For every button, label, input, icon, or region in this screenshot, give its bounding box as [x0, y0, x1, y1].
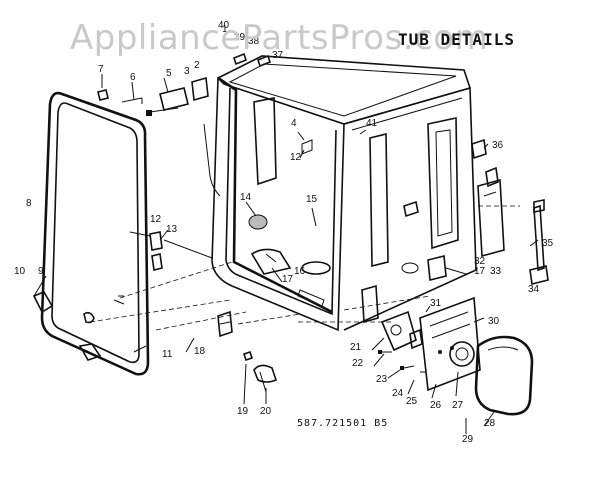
- callout-label: 38: [248, 36, 260, 47]
- callout-label: 32: [474, 256, 486, 267]
- callout-label: 24: [392, 388, 404, 399]
- clip-part: [78, 343, 102, 361]
- callout-label: 17: [474, 266, 486, 277]
- tub-body-part: [211, 52, 477, 332]
- callout-label: 40: [218, 20, 230, 31]
- callout-label: 10: [14, 266, 26, 277]
- callout-label: 18: [194, 346, 206, 357]
- callout-label: 9: [38, 266, 44, 277]
- callout-label: 27: [452, 400, 464, 411]
- leader-lines: [33, 74, 539, 434]
- bottom-left-parts: [217, 310, 277, 393]
- callout-label: 33: [490, 266, 502, 277]
- callout-label: 6: [130, 72, 136, 83]
- diagram-title: TUB DETAILS: [398, 30, 515, 49]
- watermark-text: AppliancePartsPros.com: [70, 18, 489, 58]
- callout-label: 21: [350, 342, 362, 353]
- callout-label: 4: [291, 118, 297, 129]
- callout-label: 19: [237, 406, 249, 417]
- callout-label: 22: [352, 358, 364, 369]
- pump-assembly-part: [378, 296, 534, 416]
- callout-label: 28: [484, 418, 496, 429]
- callout-label: 17: [282, 274, 294, 285]
- callout-label: 26: [430, 400, 442, 411]
- callout-label: 14: [240, 192, 252, 203]
- model-code: 587.721501 B5: [297, 418, 389, 429]
- callout-label: 2: [194, 60, 200, 71]
- callout-label: 7: [98, 64, 104, 75]
- callout-label: 34: [528, 284, 540, 295]
- latch-parts: [149, 231, 213, 271]
- callout-label: 5: [166, 68, 172, 79]
- alignment-lines: [89, 205, 520, 331]
- callout-label: 23: [376, 374, 388, 385]
- callout-label: 25: [406, 396, 418, 407]
- callout-label: 15: [306, 194, 318, 205]
- callout-label: 30: [488, 316, 500, 327]
- callout-label: 3: [184, 66, 190, 77]
- callout-label: 36: [492, 140, 504, 151]
- callout-label: 1: [222, 24, 228, 35]
- callout-label: 29: [462, 434, 474, 445]
- callout-label: 11: [162, 349, 173, 360]
- callout-label: 31: [430, 298, 442, 309]
- door-gasket-part: [32, 91, 150, 376]
- callout-label: 12: [150, 214, 162, 225]
- callout-label: 20: [260, 406, 272, 417]
- callout-labels: 1 2 3 4 5 6 7 8 9 10 11 12 12 13 14 15 1…: [14, 20, 554, 445]
- callout-label: 37: [272, 50, 284, 61]
- callout-label: 41: [366, 118, 378, 129]
- callout-label: 35: [542, 238, 554, 249]
- hinge-parts: [97, 76, 221, 197]
- callout-label: 16: [294, 266, 306, 277]
- callout-label: 8: [26, 198, 32, 209]
- callout-label: 39: [234, 32, 246, 43]
- callout-label: 12: [290, 152, 302, 163]
- callout-label: 13: [166, 224, 178, 235]
- right-side-parts: [427, 138, 549, 285]
